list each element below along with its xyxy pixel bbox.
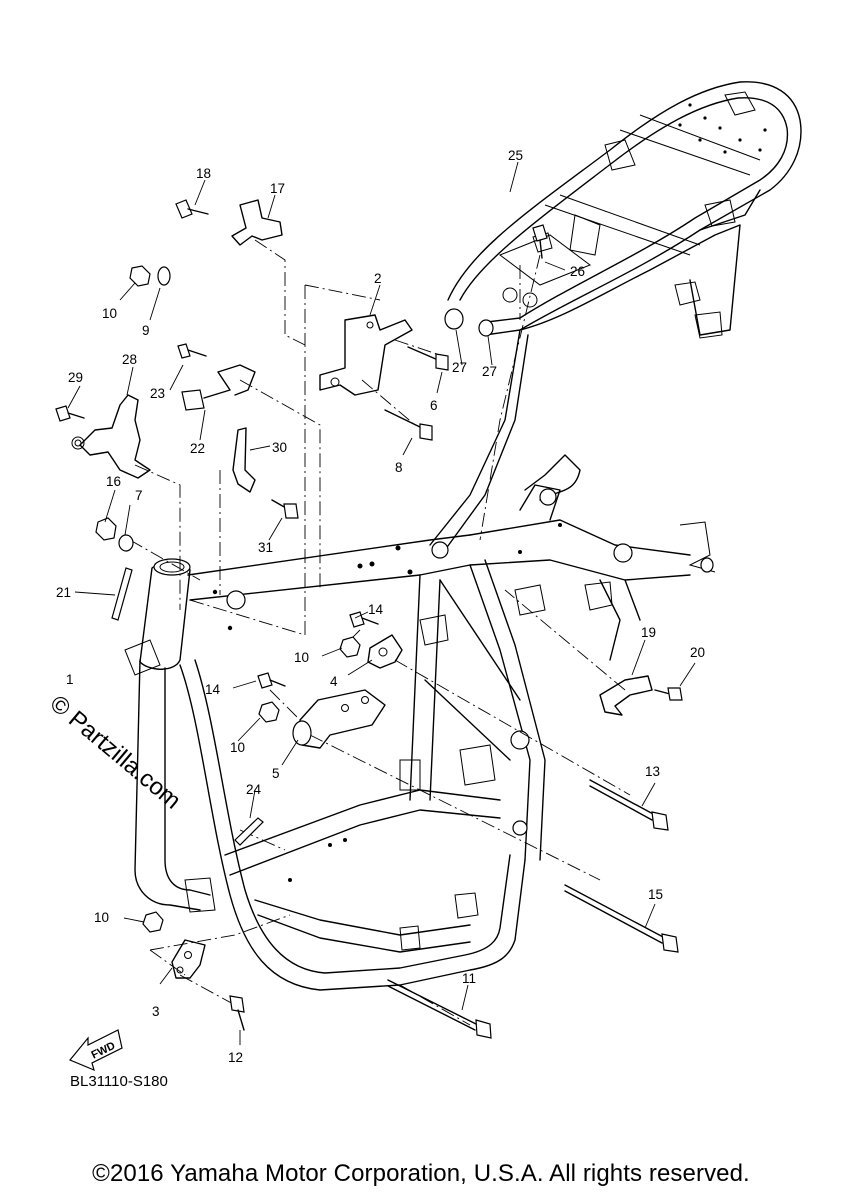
copyright-notice: ©2016 Yamaha Motor Corporation, U.S.A. A… bbox=[92, 1160, 750, 1187]
callout-10-top: 10 bbox=[102, 306, 117, 321]
callout-31: 31 bbox=[258, 540, 273, 555]
bolt-part-11 bbox=[387, 979, 492, 1039]
bolt-part-23 bbox=[177, 343, 207, 359]
callout-19: 19 bbox=[641, 625, 656, 640]
callout-7: 7 bbox=[135, 488, 143, 503]
callout-16: 16 bbox=[106, 474, 121, 489]
bracket-part-30 bbox=[232, 427, 256, 493]
bolt-part-31 bbox=[271, 499, 299, 519]
callout-6: 6 bbox=[430, 398, 438, 413]
callout-10-lower: 10 bbox=[230, 740, 245, 755]
callout-9: 9 bbox=[142, 323, 150, 338]
callout-26: 26 bbox=[570, 264, 585, 279]
bracket-part-3 bbox=[171, 939, 206, 979]
main-frame-part-1 bbox=[124, 329, 716, 991]
pad-part-21 bbox=[111, 567, 133, 621]
callout-10-bottom: 10 bbox=[94, 910, 109, 925]
label-part-24 bbox=[234, 817, 264, 846]
callout-2: 2 bbox=[374, 271, 382, 286]
callout-22: 22 bbox=[190, 441, 205, 456]
callout-24: 24 bbox=[246, 782, 262, 797]
diagram-code: BL31110-S180 bbox=[70, 1073, 168, 1090]
bracket-part-19 bbox=[599, 675, 653, 716]
callout-27-left: 27 bbox=[452, 360, 467, 375]
bracket-part-17 bbox=[231, 199, 283, 246]
callout-17: 17 bbox=[270, 181, 285, 196]
rear-frame-part-25 bbox=[444, 81, 802, 339]
callout-21: 21 bbox=[56, 585, 71, 600]
callout-3: 3 bbox=[152, 1004, 160, 1019]
bolt-part-13 bbox=[589, 779, 669, 831]
fwd-arrow-icon: FWD bbox=[69, 1029, 123, 1072]
bolt-part-14-lower bbox=[257, 672, 286, 689]
callout-18: 18 bbox=[196, 166, 211, 181]
callout-8: 8 bbox=[395, 460, 403, 475]
callout-29: 29 bbox=[68, 370, 83, 385]
nut-part-16 bbox=[95, 517, 117, 541]
clamp-part-22 bbox=[181, 364, 256, 411]
nut-part-10-bottom bbox=[142, 911, 164, 933]
callout-23: 23 bbox=[150, 386, 165, 401]
bolt-part-26 bbox=[532, 224, 548, 259]
nut-part-10-mid bbox=[339, 636, 361, 658]
nut-part-10-top bbox=[129, 265, 151, 287]
bracket-part-4 bbox=[367, 634, 403, 669]
bolt-part-20 bbox=[654, 687, 683, 701]
washer-part-9 bbox=[157, 266, 171, 286]
bolt-part-29 bbox=[55, 405, 85, 422]
bracket-part-28 bbox=[71, 394, 151, 479]
callout-4: 4 bbox=[330, 674, 338, 689]
callout-12: 12 bbox=[228, 1050, 243, 1065]
bolt-part-12 bbox=[229, 995, 245, 1031]
callout-5: 5 bbox=[272, 766, 280, 781]
nut-part-10-lower bbox=[258, 701, 280, 723]
callout-11: 11 bbox=[462, 971, 476, 986]
callout-14-lower: 14 bbox=[205, 682, 221, 697]
callout-20: 20 bbox=[690, 645, 705, 660]
callout-27-right: 27 bbox=[482, 364, 497, 379]
callout-13: 13 bbox=[645, 764, 660, 779]
callout-labels: 1 2 3 4 5 6 7 8 9 10 10 10 10 11 12 13 1… bbox=[56, 148, 705, 1065]
callout-14-upper: 14 bbox=[368, 602, 384, 617]
callout-10-mid: 10 bbox=[294, 650, 309, 665]
assembly-lines bbox=[129, 239, 631, 1026]
leader-lines bbox=[67, 161, 696, 1045]
bolt-part-6 bbox=[407, 346, 449, 371]
bolt-part-18 bbox=[175, 199, 209, 219]
bracket-part-5 bbox=[292, 689, 386, 749]
bolt-part-8 bbox=[384, 409, 433, 441]
callout-28: 28 bbox=[122, 352, 137, 367]
washer-part-7 bbox=[118, 534, 134, 552]
callout-1: 1 bbox=[66, 672, 74, 687]
callout-30: 30 bbox=[272, 440, 287, 455]
callout-15: 15 bbox=[648, 887, 663, 902]
callout-25: 25 bbox=[508, 148, 523, 163]
bracket-part-2 bbox=[319, 314, 413, 396]
bolt-part-15 bbox=[564, 884, 679, 953]
